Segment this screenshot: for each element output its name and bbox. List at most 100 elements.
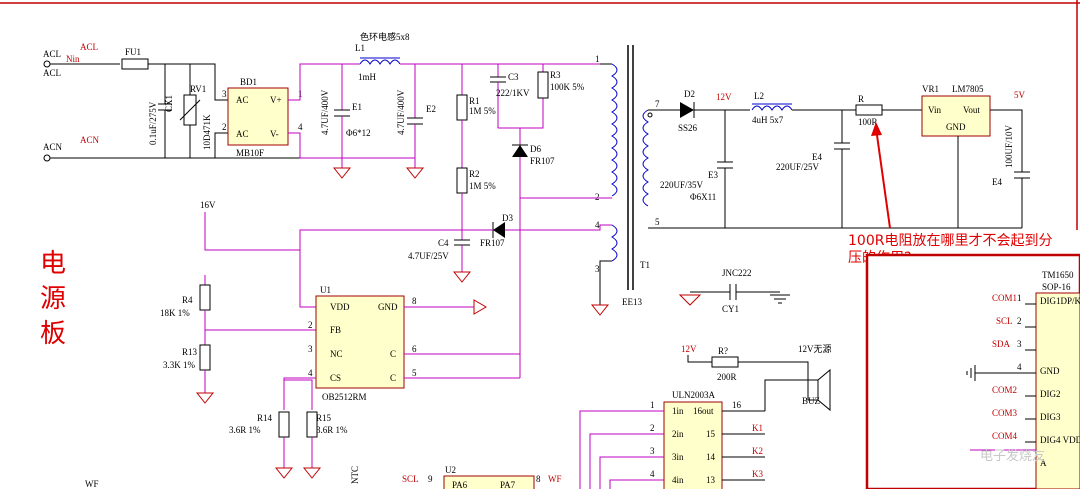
t1-secondary-winding: [642, 109, 649, 207]
bd1-pin2: 2: [222, 122, 227, 132]
annotation-arrow: [875, 127, 891, 229]
d3-value: FR107: [480, 238, 505, 248]
cy1-ground-left: [678, 294, 702, 306]
u1-part: OB2512RM: [322, 392, 367, 402]
board-title-char-2: 源: [40, 284, 66, 314]
u1-pin4: 4: [308, 368, 313, 378]
t1-pin2: 2: [595, 192, 600, 202]
u2-pa7: PA7: [500, 480, 516, 489]
t1-label: T1: [640, 260, 650, 270]
vr1-vout-pin: Vout: [963, 105, 980, 115]
uln-1in: 1in: [672, 406, 684, 416]
diode-d3: [493, 222, 505, 238]
t1-aux-winding: [611, 224, 618, 262]
tm-pkg: SOP-16: [1042, 282, 1071, 292]
v12b-net-label: 12V: [681, 344, 697, 354]
inductor-l2: [751, 105, 793, 111]
fuse-fu1: [121, 58, 149, 70]
t1-primary-winding: [611, 63, 618, 197]
bd1-vminus-pin: V-: [270, 129, 279, 139]
v16-wire: [204, 212, 300, 251]
e2-ground: [405, 167, 425, 179]
acl-terminal: [43, 60, 51, 68]
acn-in-label: ACN: [43, 142, 63, 152]
k1-net: K1: [752, 423, 763, 433]
tm-pin2: 2: [1017, 316, 1022, 326]
uln-label: ULN2003A: [672, 390, 715, 400]
e2-label: E2: [426, 104, 436, 114]
ntc-net-label: NTC: [350, 466, 360, 484]
acl-in-label-2: ACL: [43, 68, 61, 78]
uln-pin14: 14: [706, 452, 716, 462]
fu1-label: FU1: [125, 47, 141, 57]
r4-value: 18K 1%: [160, 308, 190, 318]
e3-label: E3: [708, 170, 718, 180]
r-value: 100R: [858, 117, 878, 127]
l2-label: L2: [754, 91, 764, 101]
resistor-r1: [456, 94, 468, 121]
uln-pin13: 13: [706, 475, 716, 485]
cs-wire: [283, 377, 316, 410]
diode-d2: [680, 102, 694, 118]
r-label: R: [858, 94, 864, 104]
e1-size: Φ6*12: [346, 128, 371, 138]
k2-net: K2: [752, 446, 763, 456]
r13-ground: [195, 392, 215, 404]
u1-pin3: 3: [308, 344, 313, 354]
e3-value: 220UF/35V: [660, 180, 704, 190]
aux-return-wire: [599, 260, 612, 305]
buz-label: BUZ: [802, 396, 820, 406]
acl-net-label: ACL: [80, 42, 98, 52]
u1-nc-pin: NC: [330, 349, 343, 359]
buzzer-horn: [817, 368, 831, 412]
vr1-vin-pin: Vin: [928, 105, 941, 115]
r3-value: 100K 5%: [550, 82, 585, 92]
u1-c2-pin: C: [390, 373, 396, 383]
resistor-r4: [199, 284, 211, 311]
tm-dig4: DIG4 VDD: [1040, 435, 1080, 445]
tm-com1: COM1: [992, 293, 1017, 303]
wf-net: WF: [85, 479, 99, 489]
l1-note: 色环电感5x8: [360, 31, 410, 42]
tm-pin4: 4: [1017, 362, 1022, 372]
e4a-label: E4: [812, 152, 822, 162]
r15-ground: [302, 467, 322, 479]
board-title-char-3: 板: [40, 319, 66, 349]
u1-pin2: 2: [308, 320, 313, 330]
l1-label: L1: [355, 43, 365, 53]
cy1-label: CY1: [722, 304, 739, 314]
u1-pin8: 8: [412, 296, 417, 306]
c4-value: 4.7UF/25V: [408, 251, 449, 261]
u1-pin6: 6: [412, 344, 417, 354]
rq-value: 200R: [717, 372, 737, 382]
u1-gnd-pin: GND: [378, 302, 398, 312]
d6-label: D6: [530, 144, 541, 154]
tm-com3: COM3: [992, 408, 1018, 418]
u1-c1-pin: C: [390, 349, 396, 359]
uln-16out: 16out: [693, 406, 714, 416]
tm-com2: COM2: [992, 385, 1017, 395]
driver-uln2003a: [663, 401, 723, 489]
u1-cs-pin: CS: [330, 373, 341, 383]
acn-terminal: [43, 154, 51, 162]
r14-label: R14: [257, 413, 273, 423]
tm-gnd: GND: [1040, 366, 1060, 376]
buzzer-note: 12V无源: [798, 344, 832, 354]
uln-2in: 2in: [672, 429, 684, 439]
board-title-char-1: 电: [40, 249, 66, 279]
bridge-rectifier-bd1: [227, 87, 289, 146]
fuse-to-bridge-wire: [148, 63, 228, 101]
bd1-ac2-pin: AC: [236, 129, 249, 139]
resistor-r3: [537, 71, 549, 99]
aux-ground: [590, 304, 610, 316]
bd1-pin4: 4: [298, 122, 303, 132]
r14-value: 3.6R 1%: [229, 425, 261, 435]
u1-pin5: 5: [412, 368, 417, 378]
u1-fb-pin: FB: [330, 325, 341, 335]
e1-ground: [332, 167, 352, 179]
bd1-part: MB10F: [236, 148, 264, 158]
pwm-controller-u1: [315, 295, 405, 389]
aux-winding-wire: [505, 224, 612, 231]
tm-label: TM1650: [1042, 270, 1074, 280]
